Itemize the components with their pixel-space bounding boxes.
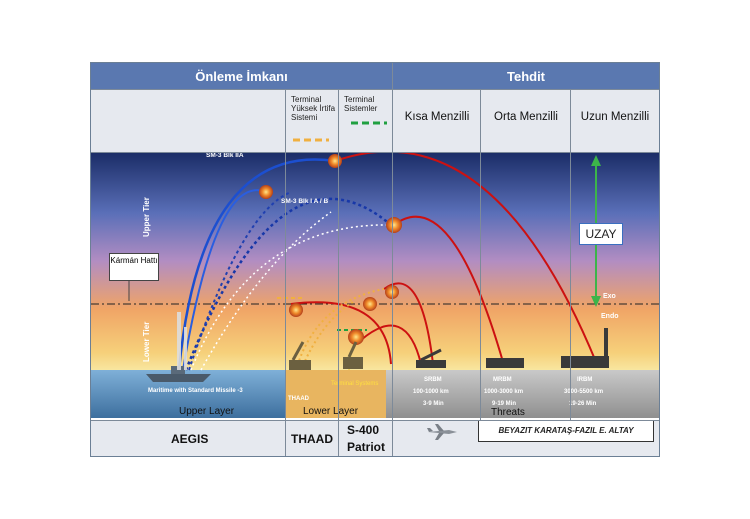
intercept-blast-3 — [386, 217, 402, 233]
patriot-label: Patriot — [347, 440, 386, 454]
label-irbm-time: 19-26 Min — [569, 401, 597, 407]
label-lower-tier: Lower Tier — [142, 322, 151, 362]
sm3-launch-plume — [177, 312, 181, 370]
thaad-trajectory-1 — [295, 288, 385, 371]
sm3-ia-b-arc — [184, 197, 392, 371]
label-srbm-time: 3-9 Min — [423, 401, 444, 407]
short-range-header: Kısa Menzilli — [404, 111, 470, 123]
karman-label: Kármán Hattı — [110, 256, 158, 265]
label-sm3-iia: SM-3 Blk IIA — [206, 152, 244, 159]
label-endo: Endo — [601, 313, 619, 320]
label-mrbm-range: 1000-3000 km — [484, 389, 523, 395]
interception-scene: SM-3 Blk IIA SM-3 Blk I A / B Upper Tier… — [91, 152, 659, 418]
intercept-blast-1 — [328, 154, 342, 168]
karman-label-box: Kármán Hattı — [109, 253, 159, 281]
divider-header — [91, 89, 659, 90]
terminal-column-title: Terminal Sistemler — [344, 95, 378, 113]
threat-ground-band — [386, 370, 659, 418]
divider-aegis-thaad — [285, 89, 286, 456]
srbm-trajectory-1 — [383, 282, 434, 365]
srbm-launcher — [416, 360, 446, 368]
thaad-column-title: Terminal Yüksek İrtifa Sistemi — [291, 95, 336, 122]
divider-short-medium — [480, 89, 481, 420]
header-threat: Tehdit — [393, 63, 659, 89]
label-sm3-ia-b: SM-3 Blk I A / B — [281, 198, 328, 205]
header-threat-title: Tehdit — [506, 68, 546, 84]
space-label-box: UZAY — [579, 223, 623, 245]
white-trajectory-1 — [190, 224, 392, 371]
aegis-label: AEGIS — [171, 432, 209, 446]
missile-defense-diagram: Önleme İmkanı Tehdit Terminal Yüksek İrt… — [90, 62, 660, 457]
thaad-label: THAAD — [291, 432, 333, 446]
label-lower-layer: Lower Layer — [303, 406, 359, 417]
sm3-iia-arc — [177, 158, 336, 371]
patriot-launcher — [343, 357, 363, 369]
divider-medium-long — [570, 89, 571, 420]
thaad-launcher — [289, 360, 311, 370]
divider-bottom-row — [91, 420, 659, 421]
s400-label: S-400 — [347, 423, 380, 437]
label-maritime: Maritime with Standard Missile -3 — [148, 388, 243, 394]
credit-text: BEYAZIT KARATAŞ-FAZIL E. ALTAY — [498, 426, 634, 435]
intercept-blast-2 — [259, 185, 273, 199]
credit-box: BEYAZIT KARATAŞ-FAZIL E. ALTAY — [478, 420, 654, 442]
sky-background — [91, 152, 659, 370]
divider-defense-threat — [392, 63, 393, 456]
label-upper-tier: Upper Tier — [142, 197, 151, 237]
space-label: UZAY — [585, 227, 617, 241]
mrbm-trajectory — [393, 215, 504, 363]
label-thaad-small: THAAD — [288, 396, 310, 402]
sm3-ia-arc — [182, 189, 267, 371]
fighter-jet-icon — [427, 424, 457, 440]
desert-band — [286, 370, 386, 418]
irbm-launcher — [561, 356, 609, 368]
label-srbm-range: 100-1000 km — [413, 389, 449, 395]
intercept-blast-6 — [289, 303, 303, 317]
aegis-ship — [146, 374, 211, 382]
label-terminal-systems-small: Terminal Systems — [331, 381, 378, 387]
divider-thaad-terminal — [338, 89, 339, 456]
label-upper-layer: Upper Layer — [179, 406, 235, 417]
long-range-header: Uzun Menzilli — [580, 111, 650, 123]
label-mrbm-time: 9-19 Min — [492, 401, 516, 407]
terminal-legend-line — [351, 121, 387, 125]
srbm-trajectory-3 — [290, 301, 392, 365]
intercept-blast-7 — [348, 329, 364, 345]
header-interception-title: Önleme İmkanı — [195, 68, 288, 84]
label-mrbm: MRBM — [493, 377, 512, 383]
mrbm-launcher — [486, 358, 524, 368]
label-irbm-range: 3000-5500 km — [564, 389, 603, 395]
label-srbm: SRBM — [424, 377, 442, 383]
sm3-secondary-arc — [188, 191, 292, 371]
header-interception: Önleme İmkanı — [91, 63, 392, 89]
karman-pointer — [128, 281, 130, 301]
subheader-row — [91, 89, 659, 152]
label-exo: Exo — [603, 293, 616, 300]
medium-range-header: Orta Menzilli — [494, 111, 558, 123]
divider-subheader — [91, 152, 659, 153]
thaad-legend-line — [293, 138, 329, 142]
intercept-blast-5 — [363, 297, 377, 311]
srbm-trajectory-2 — [360, 324, 422, 365]
label-irbm: IRBM — [577, 377, 592, 383]
label-threats: Threats — [491, 407, 525, 418]
